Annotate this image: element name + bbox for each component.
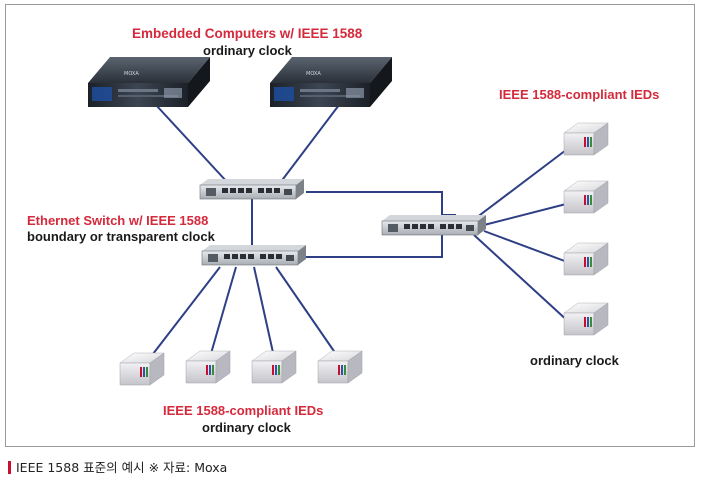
link-switch2-ied8 xyxy=(275,266,339,358)
link-switch2-ied7 xyxy=(253,266,275,358)
link-switch3-ied3 xyxy=(483,230,571,264)
link-switch2-ied5 xyxy=(145,266,221,364)
caption-source: ※ 자료: Moxa xyxy=(148,460,228,475)
right-ieds-clock: ordinary clock xyxy=(530,353,619,368)
ied-device-icon xyxy=(119,352,165,386)
caption-marker xyxy=(8,461,11,474)
embedded-computers-clock: ordinary clock xyxy=(203,43,292,58)
network-diagram: MOXA xyxy=(88,57,609,386)
ied-device-icon xyxy=(563,122,609,156)
ethernet-switch-icon xyxy=(199,178,305,200)
embedded-computers-title: Embedded Computers w/ IEEE 1588 xyxy=(132,26,363,41)
link-computer1-switch1 xyxy=(155,104,229,184)
ethernet-switch-title: Ethernet Switch w/ IEEE 1588 xyxy=(27,213,209,228)
link-switch1-switch3 xyxy=(306,191,456,216)
link-switch3-ied1 xyxy=(471,146,571,222)
ethernet-switch-icon xyxy=(381,214,487,236)
diagram-frame: MOXA xyxy=(5,4,695,447)
right-ieds-title: IEEE 1588-compliant IEDs xyxy=(499,87,660,102)
link-switch3-ied4 xyxy=(473,234,571,324)
ied-device-icon xyxy=(185,350,231,384)
ied-device-icon xyxy=(563,302,609,336)
caption-text: IEEE 1588 표준의 예시 xyxy=(16,460,145,475)
ied-device-icon xyxy=(251,350,297,384)
bottom-ieds-title: IEEE 1588-compliant IEDs xyxy=(163,403,324,418)
bottom-ieds-clock: ordinary clock xyxy=(202,420,291,435)
link-computer2-switch1 xyxy=(279,104,340,184)
figure-caption: IEEE 1588 표준의 예시 ※ 자료: Moxa xyxy=(8,457,227,476)
ied-device-icon xyxy=(563,242,609,276)
ethernet-switch-icon xyxy=(201,244,307,266)
ied-device-icon xyxy=(317,350,363,384)
ethernet-switch-clock: boundary or transparent clock xyxy=(27,229,215,244)
link-switch3-ied2 xyxy=(483,202,571,226)
link-switch2-ied6 xyxy=(209,266,237,358)
embedded-computer-icon xyxy=(88,57,210,107)
network-links xyxy=(145,104,571,364)
link-switch2-switch3 xyxy=(302,231,456,258)
ied-device-icon xyxy=(563,180,609,214)
embedded-computer-icon xyxy=(270,57,392,107)
